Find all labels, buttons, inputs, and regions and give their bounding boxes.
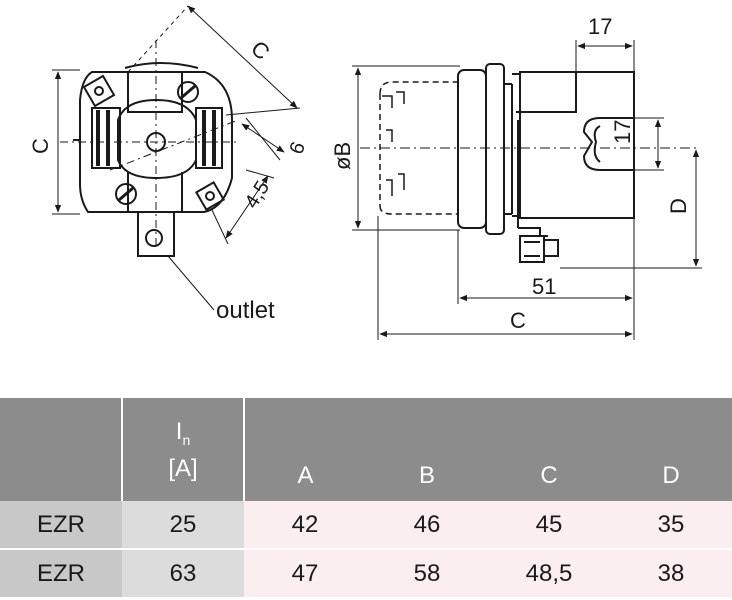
label-outlet: outlet: [216, 297, 275, 324]
table-row: EZR 25 42 46 45 35: [0, 501, 732, 550]
cell-d: 35: [610, 501, 732, 550]
cell-current: 25: [122, 501, 244, 550]
current-symbol: I: [175, 417, 183, 445]
square-nut-bottom-right: [194, 180, 226, 212]
label-d: D: [666, 198, 691, 214]
header-current: In [A]: [121, 398, 244, 501]
header-col-c: C: [488, 398, 610, 501]
side-view: [352, 40, 702, 340]
header-col-d: D: [610, 398, 732, 501]
cell-c: 45: [488, 501, 610, 550]
screw-bottom-left: [115, 183, 137, 205]
front-view: [52, 5, 301, 311]
current-unit: [A]: [168, 454, 198, 482]
header-col-b: B: [366, 398, 488, 501]
cell-a: 47: [244, 549, 366, 597]
cell-a: 42: [244, 501, 366, 550]
label-nine: 9: [284, 139, 308, 157]
cell-b: 58: [366, 549, 488, 597]
cell-current: 63: [122, 549, 244, 597]
cell-c: 48,5: [488, 549, 610, 597]
label-fifty-one: 51: [532, 274, 556, 299]
current-subscript: n: [182, 431, 191, 448]
square-nut-top-left: [82, 74, 116, 108]
table-row: EZR 63 47 58 48,5 38: [0, 549, 732, 597]
label-c-left: C: [28, 138, 53, 154]
table-header-row: In [A] A B C D: [0, 398, 732, 501]
cell-product: EZR: [0, 549, 122, 597]
label-c-bottom: C: [510, 308, 526, 333]
cell-product: EZR: [0, 501, 122, 550]
label-diameter-b: øB: [330, 142, 355, 170]
dimensions-table: In [A] A B C D EZR 25 42 46 45 35 EZR 63…: [0, 398, 732, 597]
label-seventeen-side: 17: [610, 120, 635, 144]
label-four-five: 4,5: [241, 177, 274, 212]
technical-drawing: C C 9 4,5 outlet: [28, 5, 702, 340]
label-seventeen-top: 17: [588, 14, 612, 39]
cell-d: 38: [610, 549, 732, 597]
cell-b: 46: [366, 501, 488, 550]
header-product: [0, 398, 122, 501]
header-col-a: A: [243, 398, 366, 501]
label-c-diagonal: C: [246, 36, 275, 65]
